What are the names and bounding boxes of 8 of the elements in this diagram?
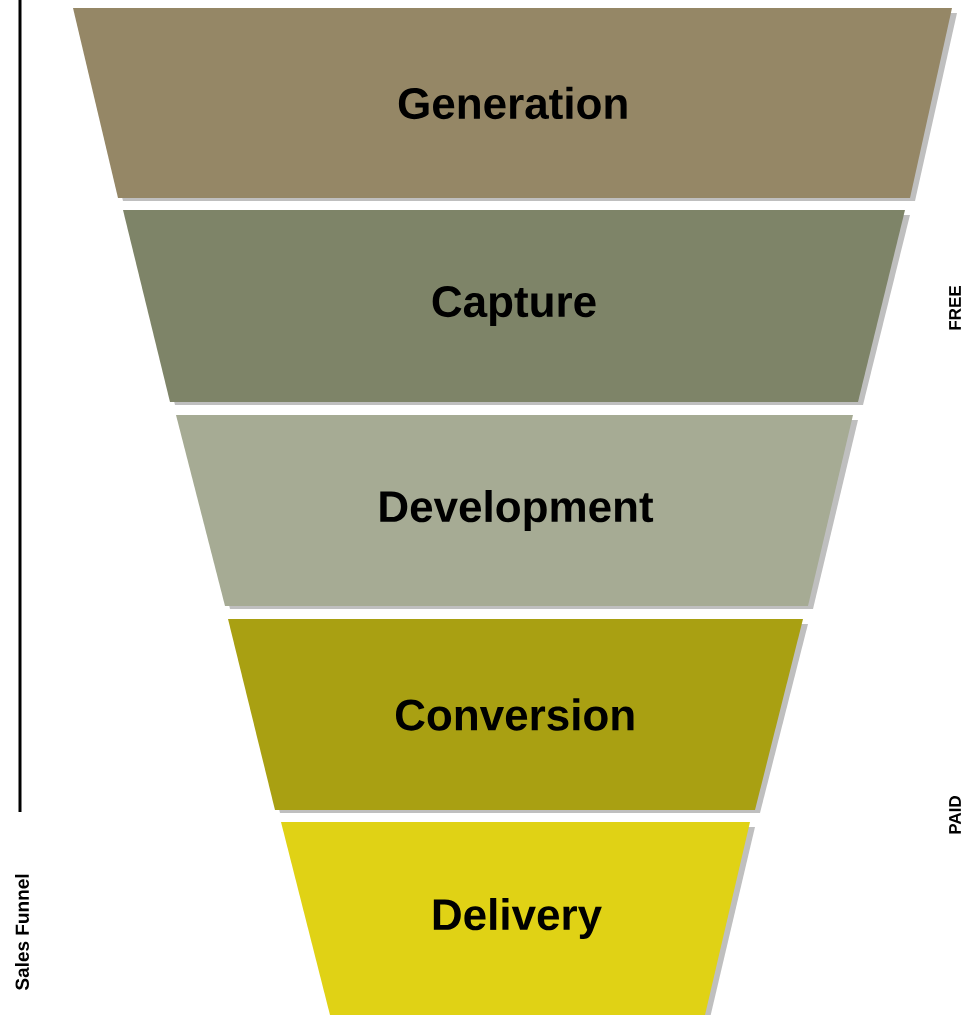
- side-label: FREE: [949, 286, 961, 330]
- funnel-stage: Generation: [73, 8, 957, 201]
- funnel-stage: Development: [176, 415, 858, 609]
- funnel-stage: Capture: [123, 210, 910, 405]
- funnel-stage: Conversion: [228, 619, 808, 813]
- funnel-stage: Delivery: [281, 822, 755, 1015]
- side-label: PAID: [949, 796, 961, 834]
- side-label: Sales Funnel: [15, 874, 29, 991]
